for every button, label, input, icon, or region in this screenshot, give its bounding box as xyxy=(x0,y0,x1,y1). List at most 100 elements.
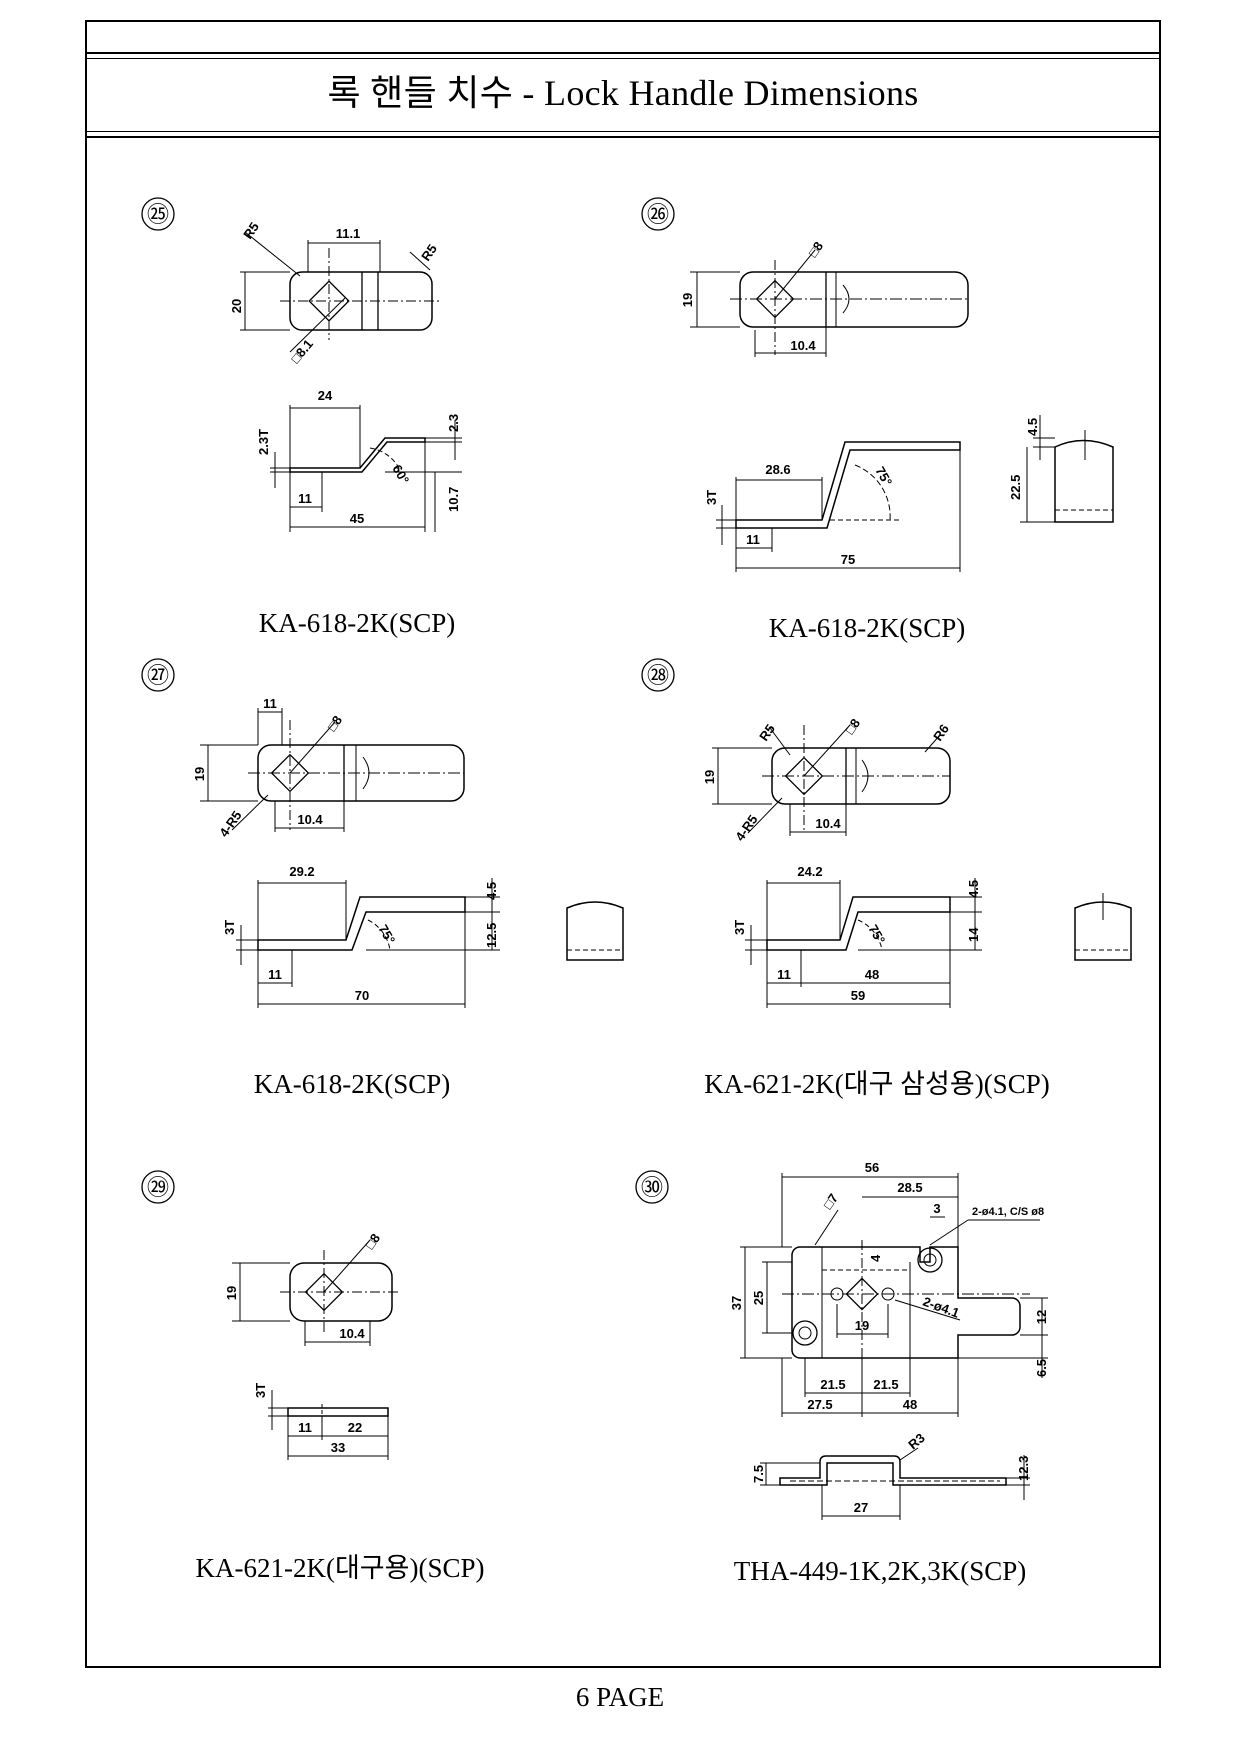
drawing-item-25: ㉕ 11.1 R5 R5 20 □8.1 24 2 xyxy=(141,197,462,638)
item-29-dim-3: 10.4 xyxy=(339,1326,365,1341)
item-30-dim-16: 48 xyxy=(903,1397,917,1412)
item-26-caption: KA-618-2K(SCP) xyxy=(769,613,966,643)
item-28-dim-3: R6 xyxy=(930,721,952,743)
item-26-square-hole xyxy=(755,279,795,319)
drawing-item-28: ㉘ R5 □8 R6 19 4-R5 10.4 24.2 xyxy=(641,658,1132,1099)
item-26-dim-7: 11 xyxy=(746,532,760,547)
item-27-dim-2: □8 xyxy=(324,713,345,734)
item-30-dim-11: 12 xyxy=(1034,1310,1049,1324)
item-30-dim-17: R3 xyxy=(905,1430,927,1452)
item-25-dim-4: 20 xyxy=(229,299,244,313)
item-27-dim-12: 70 xyxy=(355,988,369,1003)
item-25-dim-12: 10.7 xyxy=(446,487,461,512)
item-25-number-circle xyxy=(141,197,175,231)
item-27-number-circle xyxy=(141,658,175,692)
item-29-dim-1: □8 xyxy=(362,1231,383,1252)
item-30-dim-3: □7 xyxy=(820,1191,841,1212)
drawing-item-27: ㉗ 11 □8 19 4-R5 10.4 29.2 3T xyxy=(141,658,624,1099)
item-30-dim-10: 19 xyxy=(855,1318,869,1333)
item-28-caption: KA-621-2K(대구 삼성용)(SCP) xyxy=(704,1069,1049,1099)
item-25-dim-7: 2.3T xyxy=(256,429,271,455)
item-29-dim-5: 11 xyxy=(298,1420,312,1435)
item-30-dim-13: 21.5 xyxy=(873,1377,898,1392)
item-30-dim-4: 3 xyxy=(933,1201,940,1216)
item-30-dim-12: 21.5 xyxy=(820,1377,845,1392)
item-29-caption: KA-621-2K(대구용)(SCP) xyxy=(195,1553,484,1583)
item-25-dim-10: 11 xyxy=(298,491,312,506)
item-25-caption: KA-618-2K(SCP) xyxy=(259,608,456,638)
item-30-dim-9: 2-ø4.1 xyxy=(921,1294,961,1321)
item-30-dim-18: 7.5 xyxy=(751,1465,766,1483)
page-footer: 6 PAGE xyxy=(575,1682,665,1712)
item-30-top-view xyxy=(791,1246,1021,1359)
item-30-square-hole xyxy=(845,1277,879,1311)
item-29-dim-6: 22 xyxy=(348,1420,362,1435)
item-30-dim-1: 56 xyxy=(865,1160,879,1175)
item-26-dim-4: 28.6 xyxy=(765,462,790,477)
page-title: 록 핸들 치수 - Lock Handle Dimensions xyxy=(327,73,919,113)
item-25-dim-8: 2.3 xyxy=(446,414,461,432)
item-27-dim-6: 29.2 xyxy=(289,864,314,879)
item-30-dim-8: 25 xyxy=(751,1291,766,1305)
item-25-dim-6: 24 xyxy=(318,388,333,403)
item-29-number-circle xyxy=(141,1170,175,1204)
item-26-number: ㉖ xyxy=(647,202,669,227)
item-30-caption: THA-449-1K,2K,3K(SCP) xyxy=(734,1556,1027,1586)
item-30-cs-hole-bottom xyxy=(792,1320,818,1346)
item-27-dim-1: 11 xyxy=(263,696,277,711)
item-28-dim-9: 75° xyxy=(865,922,888,947)
drawing-item-30: ㉚ 56 28.5 □7 xyxy=(635,1160,1049,1586)
item-27-number: ㉗ xyxy=(147,663,169,688)
item-28-dim-1: R5 xyxy=(756,721,778,743)
item-28-dim-5: 4-R5 xyxy=(732,812,760,844)
item-27-dim-4: 4-R5 xyxy=(216,808,244,840)
item-25-dim-2: R5 xyxy=(240,219,262,241)
item-30-dim-15: 27.5 xyxy=(807,1397,832,1412)
item-26-number-circle xyxy=(641,197,675,231)
item-25-dim-11: 45 xyxy=(350,511,364,526)
item-28-dim-2: □8 xyxy=(842,716,863,737)
item-27-dim-7: 3T xyxy=(222,920,237,935)
item-29-number: ㉙ xyxy=(147,1175,169,1200)
item-28-dim-4: 19 xyxy=(702,770,717,784)
title-band: 록 핸들 치수 - Lock Handle Dimensions xyxy=(87,52,1159,138)
item-26-dim-9: 4.5 xyxy=(1025,418,1040,436)
item-25-dim-9: 60° xyxy=(389,462,412,487)
item-27-side-view xyxy=(257,896,466,951)
item-26-dim-8: 75 xyxy=(841,552,855,567)
item-28-dim-7: 24.2 xyxy=(797,864,822,879)
item-25-dim-1: 11.1 xyxy=(336,226,361,241)
item-28-dim-11: 14 xyxy=(966,927,981,942)
item-25-dim-5: □8.1 xyxy=(288,336,316,366)
item-27-dim-10: 12.5 xyxy=(484,923,499,948)
item-28-dim-13: 48 xyxy=(865,967,879,982)
item-29-square-hole xyxy=(304,1272,344,1312)
drawing-item-29: ㉙ □8 19 10.4 3T 11 22 33 KA-621-2K(대구용)(… xyxy=(141,1170,485,1583)
item-26-dim-1: □8 xyxy=(805,239,826,260)
item-29-dim-2: 19 xyxy=(224,1286,239,1300)
item-26-dim-3: 10.4 xyxy=(790,338,816,353)
item-26-side-view xyxy=(735,441,961,529)
item-29-side-view xyxy=(287,1407,389,1417)
item-28-dim-8: 3T xyxy=(732,920,747,935)
page-frame: 록 핸들 치수 - Lock Handle Dimensions xyxy=(85,20,1161,1668)
item-30-dim-19: 12.3 xyxy=(1016,1456,1031,1481)
item-30-side-view xyxy=(779,1455,1007,1486)
item-25-dim-3: R5 xyxy=(418,241,440,263)
item-26-dim-6: 75° xyxy=(872,464,895,489)
item-29-dim-7: 33 xyxy=(331,1440,345,1455)
item-28-number-circle xyxy=(641,658,675,692)
item-28-dim-12: 11 xyxy=(777,967,791,982)
item-29-dim-4: 3T xyxy=(253,1383,268,1398)
item-30-dim-5: 2-ø4.1, C/S ø8 xyxy=(972,1206,1044,1218)
item-28-number: ㉘ xyxy=(647,663,669,688)
item-25-number: ㉕ xyxy=(147,202,169,227)
item-30-number: ㉚ xyxy=(641,1175,663,1200)
item-28-dim-14: 59 xyxy=(851,988,865,1003)
item-30-number-circle xyxy=(635,1170,669,1204)
item-30-dim-20: 27 xyxy=(854,1500,868,1515)
item-28-end-view xyxy=(1074,901,1132,961)
item-28-side-view xyxy=(766,896,951,951)
item-27-end-view xyxy=(566,901,624,961)
